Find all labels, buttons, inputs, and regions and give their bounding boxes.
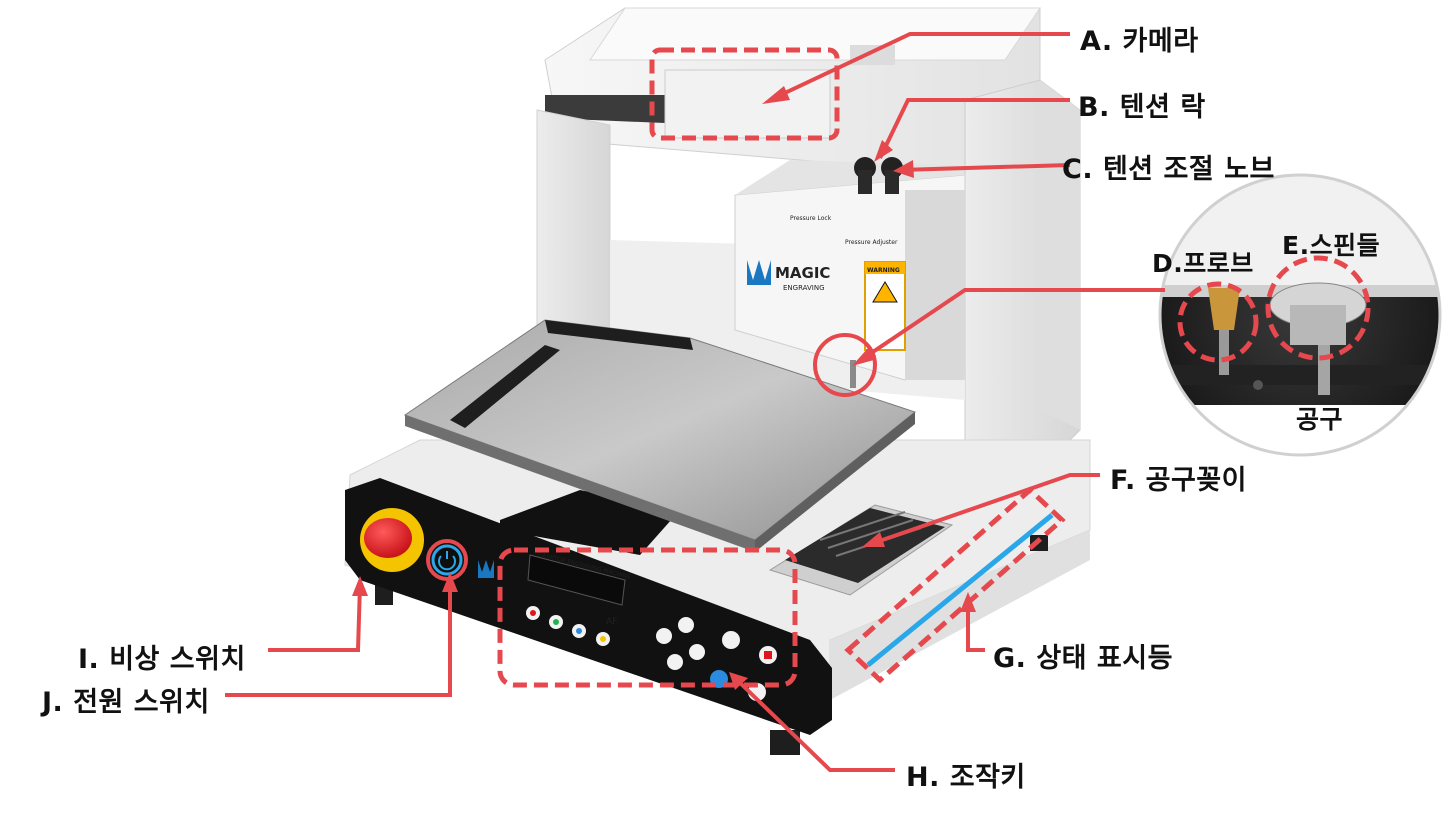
probe-marker (1177, 281, 1259, 363)
label-spindle: E.스핀들 (1282, 231, 1381, 260)
label-tension-knob: C. 텐션 조절 노브 (1062, 154, 1275, 185)
inset-source-ring (813, 333, 877, 397)
control-keys-leader (733, 676, 895, 772)
label-control-keys: H. 조작키 (906, 762, 1026, 793)
power-leader (225, 580, 452, 697)
leader-lines (225, 32, 1165, 772)
tension-lock-leader (878, 98, 1070, 159)
annotation-markers (497, 47, 1371, 688)
brand-name: MAGIC (775, 264, 830, 282)
fan-button[interactable] (722, 631, 740, 649)
label-status-light: G. 상태 표시등 (993, 643, 1173, 674)
brand-subtitle: ENGRAVING (783, 284, 825, 292)
status-light-marker (844, 486, 1066, 684)
label-camera: A. 카메라 (1080, 26, 1199, 57)
pressure-adjuster-label: Pressure Adjuster (845, 239, 898, 246)
camera-marker (649, 47, 840, 141)
label-tool: 공구 (1296, 405, 1344, 434)
jog-down-button[interactable] (667, 654, 683, 670)
warning-label: WARNING (867, 267, 900, 274)
machine-base (344, 439, 1091, 755)
spindle-marker (1265, 255, 1371, 361)
label-probe: D.프로브 (1152, 249, 1254, 278)
camera-leader (769, 32, 1070, 102)
power-switch-ring (426, 539, 468, 581)
annotation-rings (426, 333, 877, 581)
magic-logo: MAGIC ENGRAVING (747, 260, 830, 292)
label-tension-lock: B. 텐션 락 (1078, 92, 1206, 123)
tool-holder-leader (867, 473, 1100, 547)
inset-leader (856, 288, 1165, 364)
emergency-stop-button[interactable] (364, 518, 412, 558)
control-keys-marker (497, 547, 798, 688)
control-panel: DESKTOP ENGRAVING MACHINE AF (345, 478, 832, 735)
label-emergency-switch: I. 비상 스위치 (78, 644, 246, 675)
jog-right-button[interactable] (689, 644, 705, 660)
zoom-inset (1158, 173, 1442, 457)
status-light-leader (966, 600, 985, 652)
label-power-switch: J. 전원 스위치 (42, 687, 210, 718)
tension-knob-leader (899, 163, 1071, 172)
emergency-leader (268, 584, 362, 652)
power-button[interactable] (431, 544, 463, 576)
leader-arrowheads (352, 86, 976, 690)
status-light-strip (866, 513, 1054, 667)
label-tool-holder: F. 공구꽂이 (1110, 465, 1247, 496)
jog-left-button[interactable] (656, 628, 672, 644)
pressure-lock-label: Pressure Lock (790, 215, 832, 222)
panel-af-label: AF (606, 617, 617, 627)
worktable (403, 319, 917, 552)
jog-up-button[interactable] (678, 617, 694, 633)
